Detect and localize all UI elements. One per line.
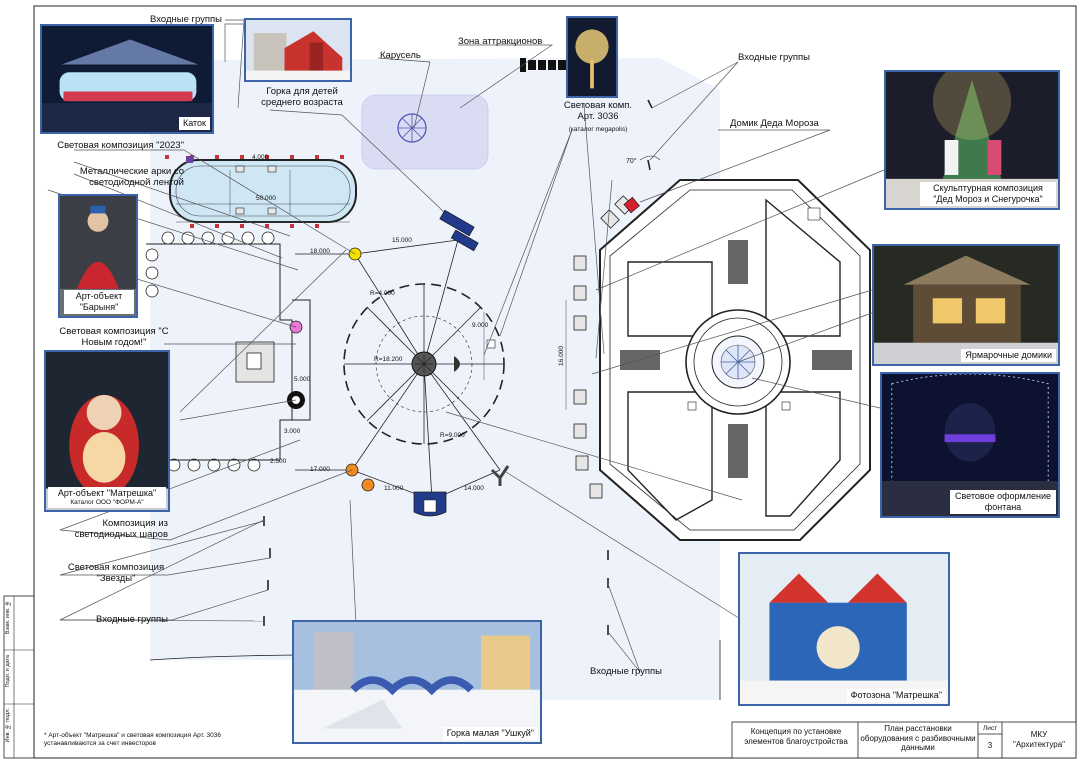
photo-rink: Каток — [40, 24, 214, 134]
photo-sculpture: Скульптурная композиция "Дед Мороз и Сне… — [884, 70, 1060, 210]
dim-2: 2.500 — [270, 458, 287, 465]
title-sheet-label: Лист — [982, 725, 998, 732]
dim-9: 9.000 — [472, 322, 489, 329]
label-angle: 70° — [626, 158, 637, 165]
label-metal-arches: Металлические арки со светодиодной ленто… — [79, 166, 184, 188]
side-stamp-sign: Подп. и дата — [5, 655, 11, 688]
photo-small-slide: Горка малая "Ушкуй" — [292, 620, 542, 744]
photo-kids-slide — [244, 18, 352, 82]
label-entry-groups-top-left: Входные группы — [150, 14, 222, 25]
label-light-comp-2023: Световая композиция "2023" — [57, 140, 184, 151]
photo-light-tree — [566, 16, 618, 98]
label-father-frost-house: Домик Деда Мороза — [730, 118, 819, 129]
photo-matryoshka: Арт-объект "Матрешка" Каталог ООО "ФОРМ-… — [44, 350, 170, 512]
photo-photozone-caption: Фотозона "Матрешка" — [846, 689, 946, 702]
label-entry-groups-top-right: Входные группы — [738, 52, 810, 63]
dim-radius-2: R=4.000 — [370, 290, 395, 297]
dim-15: 15.000 — [392, 237, 412, 244]
title-sheet-number: 3 — [987, 741, 993, 750]
central-radial-layout — [295, 239, 505, 501]
footnote: * Арт-объект "Матрешка" и световая компо… — [44, 732, 221, 747]
dim-radius-3: R=9.000 — [440, 432, 465, 439]
title-plan: План расстановки оборудования с разбивоч… — [860, 724, 976, 752]
label-attraction-zone: Зона аттракционов — [458, 36, 543, 47]
dim-14: 14.000 — [464, 485, 484, 492]
label-entry-groups-bottom-right: Входные группы — [590, 666, 662, 677]
label-kids-slide: Горка для детей среднего возраста — [261, 86, 343, 108]
dim-rink-length: 50.000 — [256, 195, 276, 202]
photo-fountain: Световое оформление фонтана — [880, 372, 1060, 518]
label-led-balls: Композиция из светодиодных шаров — [74, 518, 168, 540]
photo-photozone: Фотозона "Матрешка" — [738, 552, 950, 706]
side-stamp-replace: Взам. инв. № — [5, 600, 11, 635]
photo-rink-caption: Каток — [178, 117, 210, 130]
dim-radius-1: R=18.200 — [374, 356, 403, 363]
dim-3: 3.000 — [284, 428, 301, 435]
matryoshka-caption-title: Арт-объект "Матрешка" — [57, 488, 157, 498]
title-org: МКУ "Архитектура" — [1012, 730, 1066, 749]
dim-18: 18.000 — [310, 248, 330, 255]
father-frost-house-marker — [623, 196, 640, 214]
photo-matryoshka-caption: Арт-объект "Матрешка" Каталог ООО "ФОРМ-… — [48, 487, 166, 508]
dim-rink-seg: 4.000 — [252, 154, 269, 161]
dim-5: 5.000 — [294, 376, 311, 383]
matryoshka-caption-catalog: Каталог ООО "ФОРМ-А" — [70, 499, 144, 506]
dim-11: 11.000 — [384, 485, 404, 492]
photo-barynya: Арт-объект "Барыня" — [58, 194, 138, 318]
photo-barynya-caption: Арт-объект "Барыня" — [64, 290, 134, 314]
label-entry-groups-bottom-left: Входные группы — [96, 614, 168, 625]
photo-small-slide-caption: Горка малая "Ушкуй" — [442, 727, 538, 740]
label-carousel: Карусель — [380, 50, 421, 61]
ice-rink — [169, 159, 357, 223]
label-stars: Световая композиция "Звезды" — [67, 562, 165, 584]
dim-17: 17.000 — [310, 466, 330, 473]
side-stamp-inv: Инв. № подл. — [5, 708, 11, 743]
dim-16: 16.000 — [557, 346, 565, 366]
photo-fountain-caption: Световое оформление фонтана — [950, 490, 1056, 514]
photo-sculpture-caption: Скульптурная композиция "Дед Мороз и Сне… — [920, 182, 1056, 206]
label-light-comp-3036: Световая комп. Арт. 3036 — [563, 100, 633, 122]
label-light-comp-new-year: Световая композиция "С Новым годом!" — [59, 326, 169, 348]
label-megapolis: (каталог megapolis) — [568, 126, 628, 133]
photo-fair-houses-caption: Ярмарочные домики — [961, 349, 1056, 362]
attraction-rides — [439, 209, 475, 237]
title-concept: Концепция по установке элементов благоус… — [744, 727, 848, 746]
photo-fair-houses: Ярмарочные домики — [872, 244, 1060, 366]
